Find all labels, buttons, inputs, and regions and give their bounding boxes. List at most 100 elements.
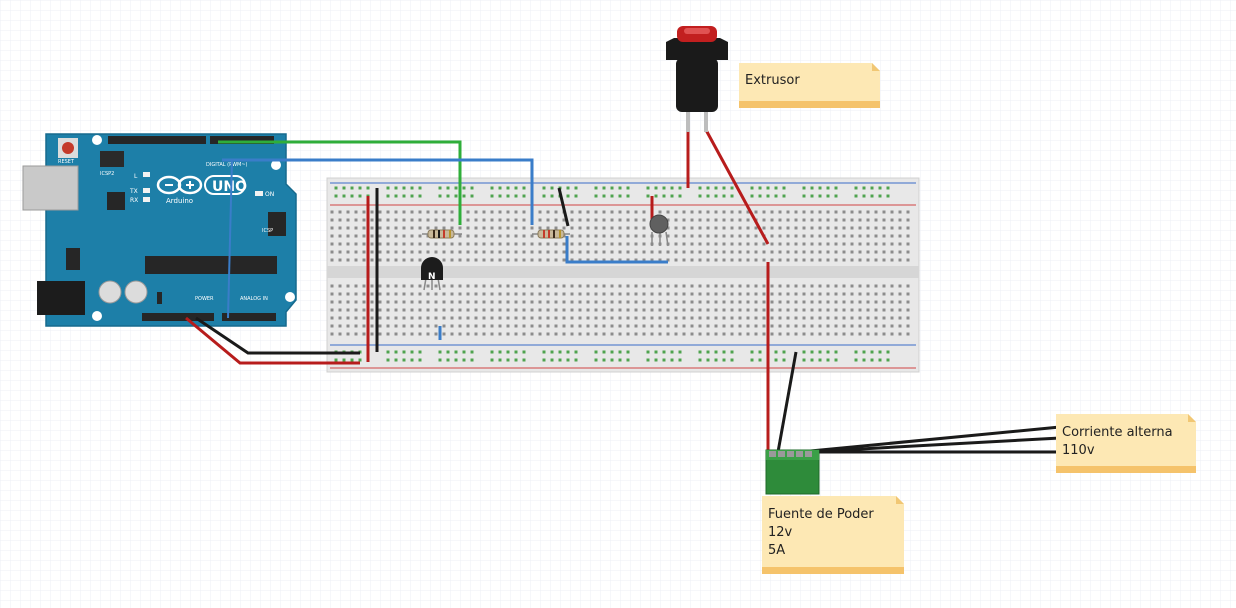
breadboard-hole xyxy=(562,308,566,312)
breadboard-hole xyxy=(782,350,786,354)
breadboard-hole xyxy=(650,258,654,262)
breadboard-hole xyxy=(618,194,622,198)
breadboard-hole xyxy=(786,250,790,254)
breadboard[interactable] xyxy=(326,177,920,373)
wire-ac-2[interactable] xyxy=(805,436,1061,454)
breadboard-hole xyxy=(690,308,694,312)
breadboard-hole xyxy=(730,350,734,354)
breadboard-hole xyxy=(370,218,374,222)
breadboard-hole xyxy=(458,332,462,336)
wire-blue-jumper[interactable] xyxy=(565,236,668,264)
arduino-board[interactable]: RESET ICSP2 DIGITAL (PWM~) L TX RX xyxy=(22,133,297,327)
note-corriente[interactable]: Corriente alterna 110v xyxy=(1056,414,1196,473)
wire-black-short[interactable] xyxy=(557,187,570,227)
breadboard-hole xyxy=(874,258,878,262)
breadboard-hole xyxy=(554,218,558,222)
breadboard-hole xyxy=(602,300,606,304)
breadboard-hole xyxy=(758,194,762,198)
breadboard-hole xyxy=(850,250,854,254)
breadboard-hole xyxy=(722,300,726,304)
breadboard-hole xyxy=(818,226,822,230)
breadboard-hole xyxy=(770,242,774,246)
note-fuente[interactable]: Fuente de Poder 12v 5A xyxy=(762,496,904,574)
breadboard-hole xyxy=(482,210,486,214)
breadboard-hole xyxy=(634,210,638,214)
breadboard-hole xyxy=(594,258,598,262)
breadboard-hole xyxy=(418,350,422,354)
breadboard-hole xyxy=(578,324,582,328)
breadboard-hole xyxy=(546,300,550,304)
breadboard-hole xyxy=(674,324,678,328)
note-extrusor[interactable]: Extrusor xyxy=(739,63,880,108)
breadboard-hole xyxy=(410,258,414,262)
breadboard-hole xyxy=(842,284,846,288)
breadboard-hole xyxy=(802,242,806,246)
breadboard-hole xyxy=(450,300,454,304)
breadboard-hole xyxy=(394,194,398,198)
breadboard-hole xyxy=(434,284,438,288)
breadboard-hole xyxy=(850,292,854,296)
breadboard-hole xyxy=(906,258,910,262)
breadboard-hole xyxy=(330,242,334,246)
breadboard-hole xyxy=(746,308,750,312)
breadboard-hole xyxy=(410,218,414,222)
breadboard-hole xyxy=(654,358,658,362)
breadboard-hole xyxy=(466,218,470,222)
breadboard-hole xyxy=(722,194,726,198)
breadboard-hole xyxy=(770,324,774,328)
breadboard-hole xyxy=(498,226,502,230)
breadboard-hole xyxy=(678,186,682,190)
wire-blue-signal[interactable] xyxy=(222,158,534,225)
breadboard-hole xyxy=(698,300,702,304)
breadboard-hole xyxy=(442,284,446,288)
breadboard-hole xyxy=(858,308,862,312)
breadboard-hole xyxy=(446,358,450,362)
breadboard-hole xyxy=(470,194,474,198)
breadboard-hole xyxy=(722,234,726,238)
breadboard-hole xyxy=(602,316,606,320)
breadboard-hole xyxy=(866,218,870,222)
breadboard-hole xyxy=(870,358,874,362)
breadboard-hole xyxy=(330,332,334,336)
resistor-2[interactable] xyxy=(532,229,570,239)
breadboard-hole xyxy=(506,210,510,214)
breadboard-hole xyxy=(594,300,598,304)
breadboard-hole xyxy=(514,300,518,304)
push-button[interactable] xyxy=(666,26,728,132)
sensor-component[interactable] xyxy=(649,214,669,247)
wire-green-signal[interactable] xyxy=(218,140,462,225)
breadboard-hole xyxy=(362,218,366,222)
breadboard-hole xyxy=(898,258,902,262)
breadboard-hole xyxy=(394,350,398,354)
wire-black-gnd[interactable] xyxy=(195,316,360,355)
breadboard-hole xyxy=(378,218,382,222)
reset-button[interactable] xyxy=(62,142,74,154)
wire-blue-analog[interactable] xyxy=(227,159,233,319)
breadboard-hole xyxy=(530,300,534,304)
power-supply[interactable] xyxy=(765,449,820,495)
wire-black-psu[interactable] xyxy=(776,351,798,453)
breadboard-hole xyxy=(662,358,666,362)
breadboard-hole xyxy=(386,210,390,214)
transistor-npn[interactable]: N xyxy=(421,257,443,291)
breadboard-hole xyxy=(346,300,350,304)
breadboard-hole xyxy=(674,234,678,238)
breadboard-hole xyxy=(870,194,874,198)
breadboard-hole xyxy=(490,316,494,320)
breadboard-hole xyxy=(770,332,774,336)
resistor-1[interactable] xyxy=(422,229,462,239)
breadboard-hole xyxy=(410,250,414,254)
wire-red-button-2[interactable] xyxy=(704,129,770,245)
breadboard-hole xyxy=(602,218,606,222)
breadboard-hole xyxy=(506,284,510,288)
breadboard-hole xyxy=(562,300,566,304)
wire-red-5v[interactable] xyxy=(185,316,360,365)
breadboard-hole xyxy=(818,324,822,328)
breadboard-hole xyxy=(458,242,462,246)
breadboard-hole xyxy=(566,358,570,362)
breadboard-hole xyxy=(402,250,406,254)
breadboard-hole xyxy=(714,358,718,362)
breadboard-hole xyxy=(778,300,782,304)
wire-ac-1[interactable] xyxy=(799,425,1061,454)
breadboard-hole xyxy=(766,194,770,198)
